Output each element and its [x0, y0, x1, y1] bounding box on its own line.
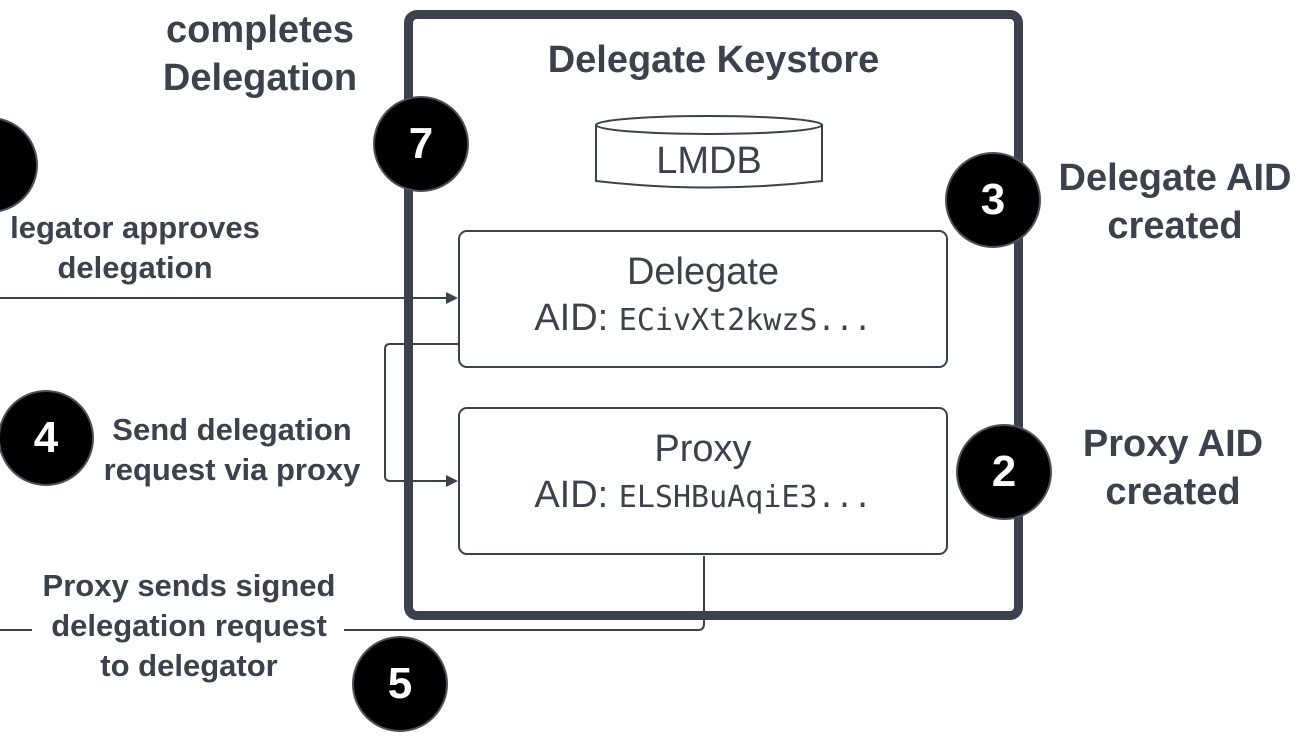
- proxy-card: Proxy AID: ELSHBuAqiE3...: [458, 407, 948, 555]
- delegate-card-title: Delegate: [626, 251, 780, 293]
- proxy-aid-prefix: AID:: [534, 474, 609, 516]
- lmdb-label: LMDB: [656, 140, 762, 182]
- step-5-line2: delegation request: [51, 608, 327, 643]
- step-4-label: Send delegation request via proxy: [92, 410, 372, 490]
- delegate-aid-value: ECivXt2kwzS...: [618, 303, 872, 338]
- step-4-badge: 4: [0, 390, 94, 486]
- step-3-badge: 3: [945, 152, 1041, 248]
- step-2-badge: 2: [956, 424, 1052, 520]
- step-4-line1: Send delegation: [112, 412, 352, 447]
- proxy-card-title: Proxy: [654, 428, 752, 470]
- step-5-badge: 5: [352, 636, 448, 732]
- proxy-aid: AID: ELSHBuAqiE3...: [460, 471, 946, 522]
- delegate-aid-prefix: AID:: [534, 297, 609, 339]
- step-2-label: Proxy AID created: [1058, 420, 1288, 516]
- step-5-label: Proxy sends signed delegation request to…: [26, 566, 352, 686]
- step-6-line1: legator approves: [10, 210, 260, 245]
- step-3-label: Delegate AID created: [1040, 154, 1310, 250]
- step-6-label: legator approves delegation: [0, 208, 280, 288]
- delegate-card: Delegate AID: ECivXt2kwzS...: [458, 230, 948, 368]
- step-2-line2: created: [1105, 471, 1241, 513]
- step-7-line2: Delegation: [162, 57, 358, 99]
- step-7-badge: 7: [373, 96, 469, 192]
- delegation-request-arrow: [384, 343, 458, 487]
- step-6-line2: delegation: [57, 250, 213, 285]
- step-5-line1: Proxy sends signed: [42, 568, 336, 603]
- delegate-aid: AID: ECivXt2kwzS...: [460, 294, 946, 345]
- lmdb-database-icon: [595, 115, 823, 189]
- step-2-line1: Proxy AID: [1082, 423, 1264, 465]
- keystore-title: Delegate Keystore: [547, 39, 880, 81]
- step-7-line1: completes: [166, 9, 354, 51]
- step-4-line2: request via proxy: [103, 452, 361, 487]
- step-3-line2: created: [1107, 205, 1243, 247]
- step-3-line1: Delegate AID: [1058, 157, 1292, 199]
- delegate-keystore: Delegate Keystore: [404, 10, 1023, 620]
- step-5-line3: to delegator: [100, 648, 278, 683]
- proxy-aid-value: ELSHBuAqiE3...: [618, 480, 872, 515]
- step-7-label: completes Delegation: [150, 6, 370, 102]
- signed-request-line: [344, 556, 705, 631]
